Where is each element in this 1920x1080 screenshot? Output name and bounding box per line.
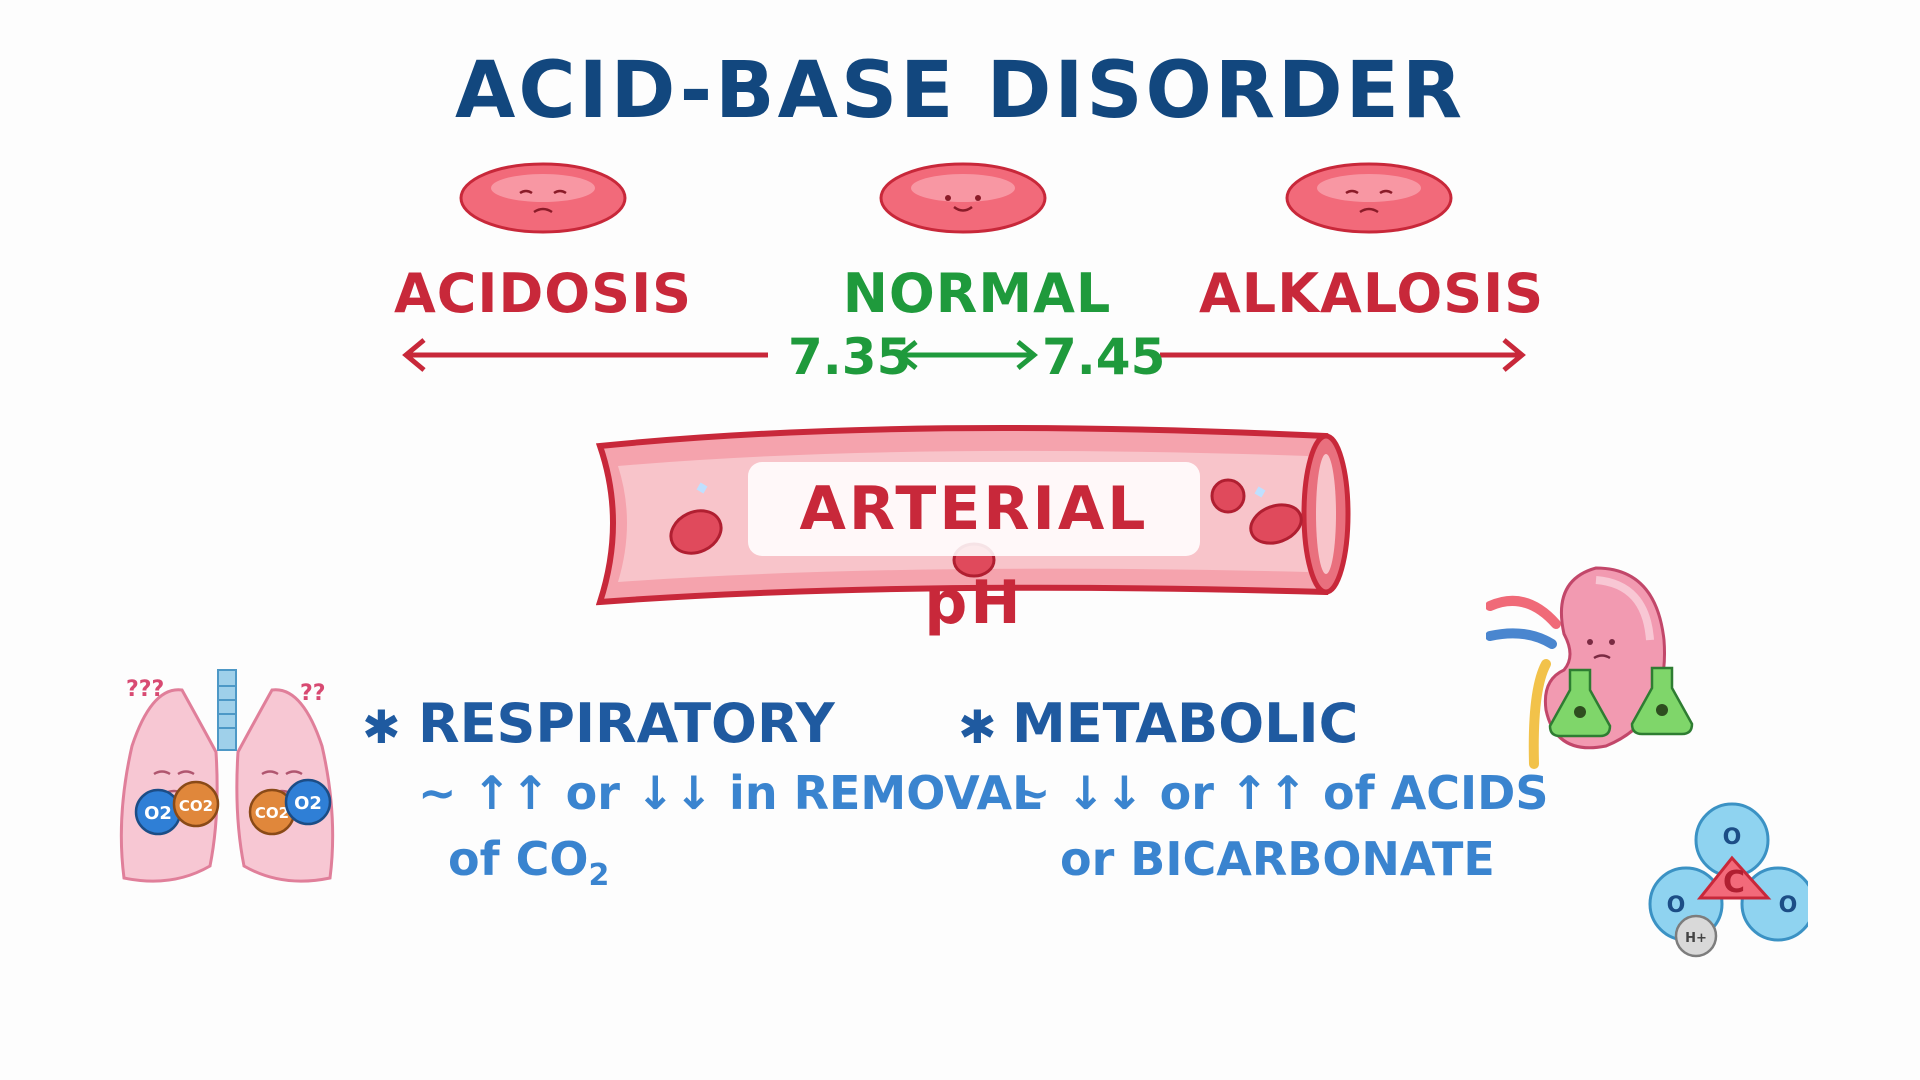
svg-text:CO2: CO2 [255,804,289,822]
acidosis-arrow [402,338,768,372]
ph-high-value: 7.45 [1042,328,1166,386]
bullet-star-icon: ✱ [958,700,997,754]
carbon-dioxide-molecule-icon: CO2 [248,788,296,836]
sad-red-blood-cell-icon [459,162,627,234]
alkalosis-arrow [1160,338,1526,372]
ph-scale-arrows [402,338,1526,372]
blood-cell-icon [669,509,723,555]
kidney-icon [1486,566,1694,769]
alkalosis-label: ALKALOSIS [1199,262,1545,325]
oxygen-atom-label: O [1779,893,1798,918]
bullet-star-icon: ✱ [362,700,401,754]
svg-text:CO2: CO2 [179,797,213,815]
oxygen-atom-label: O [1723,825,1742,850]
blood-cell-icon [1210,478,1246,514]
oxygen-atom-label: O [1667,893,1686,918]
lungs-question-marks: ??? [126,677,164,702]
happy-red-blood-cell-icon [879,162,1047,234]
acidosis-label: ACIDOSIS [393,262,693,325]
lungs-icon: ??? ?? O2 CO2 CO2 O2 [119,669,335,883]
blood-cell-icon [1249,503,1303,545]
carbon-dioxide-molecule-icon: CO2 [172,780,220,828]
respiratory-line-1: ~ ↑↑ or ↓↓ in REMOVAL [418,766,1042,820]
respiratory-heading: RESPIRATORY [418,692,835,755]
metabolic-heading: METABOLIC [1012,692,1359,755]
lungs-question-marks: ?? [300,681,326,706]
oxygen-molecule-icon: O2 [284,778,332,826]
metabolic-line-2: or BICARBONATE [1060,832,1495,886]
oxygen-molecule-icon: O2 [134,788,182,836]
ph-low-value: 7.35 [788,328,912,386]
carbon-atom-label: C [1723,865,1745,900]
respiratory-line-2: of CO2 [448,832,610,894]
svg-text:O2: O2 [144,803,172,824]
metabolic-line-1: ~ ↓↓ or ↑↑ of ACIDS [1012,766,1549,820]
page-title: ACID-BASE DISORDER [454,46,1466,136]
flask-icon [1548,668,1612,738]
flask-icon [1630,666,1694,736]
hydrogen-atom-label: H+ [1685,931,1707,946]
normal-label: NORMAL [842,262,1112,325]
arterial-ph-label: ARTERIAL pH [748,462,1200,638]
normal-range-arrow [896,340,1038,370]
sad-red-blood-cell-icon [1285,162,1453,234]
bicarbonate-molecule-icon: C O O O H+ [1648,802,1808,958]
svg-text:O2: O2 [294,793,322,814]
